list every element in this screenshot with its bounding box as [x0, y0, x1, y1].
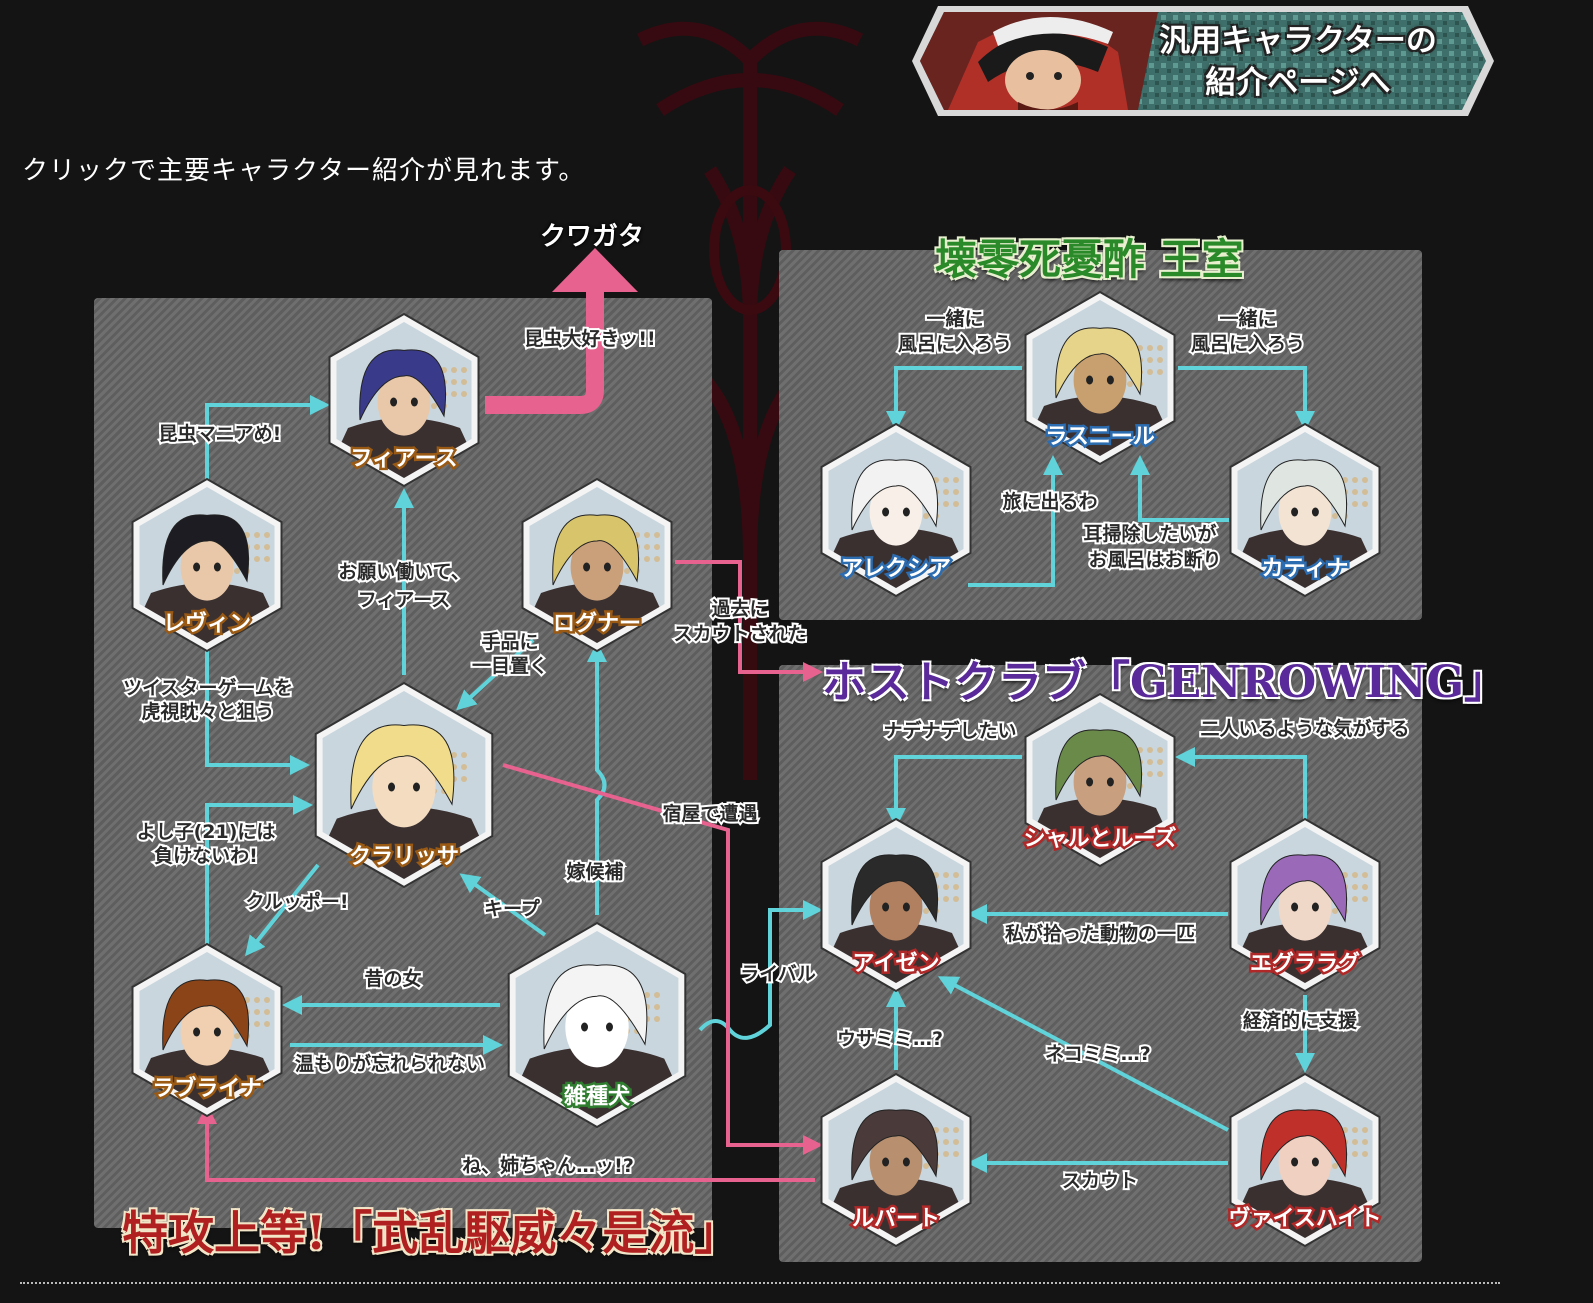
- character-name-dog: 雑種犬: [563, 1084, 631, 1110]
- relation-arrow-11: [675, 560, 823, 682]
- relation-label-3: フィアース: [358, 589, 451, 611]
- kuwagata-arrow-head: [552, 248, 638, 292]
- relation-arrow-18: [886, 755, 1022, 828]
- royal-group-title: 壊零死憂酢 王室: [935, 235, 1244, 284]
- relation-arrow-19: [1175, 747, 1307, 820]
- character-node-rabraina[interactable]: ラブライナ: [127, 942, 287, 1118]
- character-name-rabraina: ラブライナ: [152, 1076, 262, 1102]
- character-node-katina[interactable]: カティナ: [1225, 422, 1385, 598]
- character-node-weisheit[interactable]: ヴァイスハイト: [1225, 1072, 1385, 1248]
- relation-arrow-13: [197, 1104, 815, 1182]
- relation-label-21: 風呂に入ろう: [898, 333, 1012, 355]
- character-node-clarissa[interactable]: クラリッサ: [308, 681, 500, 889]
- character-name-katina: カティナ: [1262, 557, 1349, 582]
- relation-label-30: 経済的に支援: [1243, 1009, 1358, 1032]
- character-name-eglarag: エグララグ: [1250, 951, 1360, 977]
- relation-label-26: お風呂はお断り: [1088, 548, 1221, 571]
- banner-label-line1: 汎用キャラクターの: [1159, 23, 1437, 59]
- relation-arrow-5: [456, 638, 535, 711]
- bottom-divider: [20, 1282, 1500, 1284]
- character-node-dog[interactable]: 雑種犬: [501, 921, 693, 1129]
- relation-label-8: ツイスターゲームを: [123, 677, 293, 699]
- relation-label-14: 嫁候補: [566, 860, 623, 883]
- character-node-eglarag[interactable]: エグララグ: [1225, 817, 1385, 993]
- relation-arrow-23: [937, 976, 1229, 1132]
- relation-label-17: 温もりが忘れられない: [295, 1052, 485, 1075]
- relation-label-16: 昔の女: [364, 967, 421, 990]
- character-node-alexia[interactable]: アレクシア: [816, 422, 976, 598]
- generic-characters-banner-link[interactable]: 汎用キャラクターの 紹介ページへ: [908, 2, 1498, 120]
- character-name-weisheit: ヴァイスハイト: [1229, 1206, 1382, 1232]
- intro-text: クリックで主要キャラクター紹介が見れます。: [22, 156, 586, 186]
- relation-arrow-3: [205, 795, 313, 960]
- character-name-fias: フィアース: [350, 447, 457, 472]
- kuwagata-arrow-shaft: [485, 290, 604, 414]
- relation-label-32: ネコミミ…?: [1045, 1043, 1151, 1065]
- relation-label-27: ナデナデしたい: [883, 719, 1016, 742]
- relation-arrow-10: [698, 900, 823, 1040]
- relation-label-0: 昆虫大好きッ!!: [524, 327, 655, 350]
- relation-label-31: ウサミミ…?: [837, 1028, 943, 1050]
- relation-arrow-7: [587, 642, 607, 915]
- relation-arrow-2: [205, 640, 310, 775]
- character-node-charles[interactable]: シャルとルーズ: [1020, 692, 1180, 868]
- character-name-alexia: アレクシア: [841, 557, 951, 582]
- relation-label-9: 虎視眈々と狙う: [141, 700, 274, 723]
- character-node-fias[interactable]: フィアース: [324, 312, 484, 488]
- host-group-title: ホストクラブ「GENROWING」: [822, 657, 1509, 708]
- character-name-rogner: ログナー: [553, 611, 641, 637]
- relation-label-12: クルッポー!: [245, 890, 348, 913]
- relation-label-19: ライバル: [740, 963, 816, 985]
- character-name-rupert: ルパート: [852, 1207, 940, 1232]
- relation-label-22: 一緒に: [1219, 307, 1276, 330]
- relation-arrow-15: [1178, 366, 1315, 431]
- relation-label-24: 旅に出るわ: [1002, 490, 1097, 513]
- character-name-charles: シャルとルーズ: [1024, 826, 1177, 852]
- relation-label-6: 過去に: [711, 597, 768, 620]
- relation-label-2: お願い働いて、: [338, 560, 469, 583]
- character-name-aizen: アイゼン: [853, 952, 940, 977]
- character-name-clarissa: クラリッサ: [349, 845, 459, 870]
- relation-arrow-12: [502, 763, 823, 1155]
- relation-label-1: 昆虫マニアめ!: [159, 422, 282, 445]
- character-node-levin[interactable]: レヴィン: [127, 477, 287, 653]
- relation-label-13: キープ: [484, 897, 541, 920]
- hero-portrait-icon: [948, 17, 1128, 110]
- relation-label-4: 手品に: [481, 630, 538, 653]
- character-node-rasnir[interactable]: ラスニール: [1020, 290, 1180, 466]
- character-node-rogner[interactable]: ログナー: [517, 477, 677, 653]
- character-name-rasnir: ラスニール: [1045, 425, 1155, 450]
- relation-label-20: 一緒に: [926, 307, 983, 330]
- relation-label-15: 宿屋で遭遇: [662, 802, 757, 825]
- character-node-aizen[interactable]: アイゼン: [816, 817, 976, 993]
- relation-label-11: 負けないわ!: [154, 844, 258, 867]
- relation-label-28: 二人いるような気がする: [1200, 717, 1409, 740]
- relation-label-29: 私が拾った動物の一匹: [1005, 922, 1195, 945]
- relation-label-5: 一目置く: [472, 655, 548, 677]
- character-name-levin: レヴィン: [163, 611, 251, 637]
- relation-arrow-14: [886, 366, 1022, 431]
- relation-label-33: スカウト: [1062, 1170, 1138, 1192]
- relation-label-25: 耳掃除したいが: [1083, 522, 1216, 545]
- relation-label-23: 風呂に入ろう: [1191, 333, 1305, 355]
- gang-group-title: 特攻上等!「武乱駆威々是流」: [122, 1206, 741, 1260]
- relation-label-10: よし子(21)には: [137, 821, 276, 843]
- relation-arrow-0: [205, 395, 330, 490]
- banner-label: 汎用キャラクターの 紹介ページへ: [1108, 20, 1488, 104]
- relation-arrow-16: [968, 455, 1063, 587]
- relation-label-7: スカウトされた: [673, 623, 806, 645]
- kuwagata-label: クワガタ: [540, 222, 645, 252]
- character-node-rupert[interactable]: ルパート: [816, 1072, 976, 1248]
- relation-label-18: ね、姉ちゃん…ッ!?: [462, 1154, 634, 1177]
- banner-label-line2: 紹介ページへ: [1205, 65, 1391, 101]
- relation-arrow-6: [459, 873, 547, 937]
- relation-arrow-17: [1130, 455, 1229, 522]
- relation-arrow-4: [245, 863, 320, 957]
